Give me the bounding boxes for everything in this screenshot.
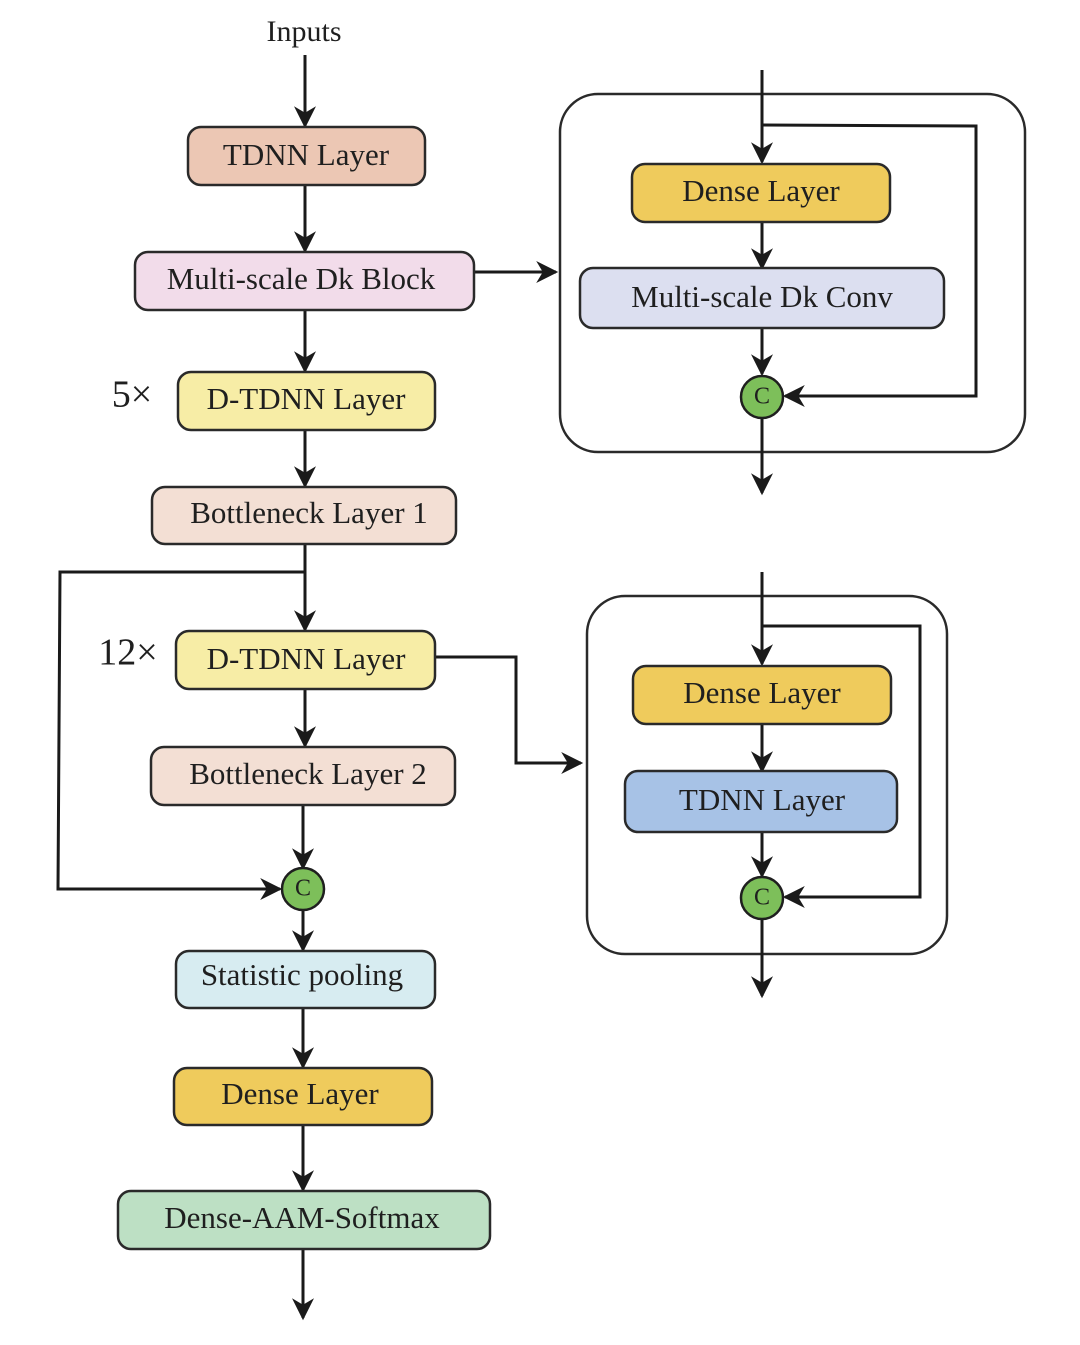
dtdnn-layer-a-label: D-TDNN Layer <box>207 381 407 416</box>
dtdnn-a-multiplier: 5× <box>112 374 152 416</box>
detail-bottom-dense-label: Dense Layer <box>683 675 841 710</box>
multi-scale-dk-block: Multi-scale Dk Block <box>133 250 476 312</box>
multi-scale-dk-block-label: Multi-scale Dk Block <box>167 261 436 296</box>
tdnn-layer: TDNN Layer <box>186 125 427 187</box>
detail-bottom-dense-layer: Dense Layer <box>631 664 893 726</box>
detail-top-frame <box>558 92 1027 454</box>
dense-layer-label: Dense Layer <box>221 1076 379 1111</box>
detail-top-concat-label: C <box>754 384 770 410</box>
main-concat-node: C <box>280 866 326 912</box>
bottleneck-layer-1: Bottleneck Layer 1 <box>150 485 458 546</box>
inputs-label: Inputs <box>267 15 342 48</box>
detail-bottom-skip <box>762 624 922 908</box>
detail-top-concat-node: C <box>739 374 785 420</box>
bottleneck-layer-2: Bottleneck Layer 2 <box>149 745 457 807</box>
dense-layer: Dense Layer <box>172 1066 434 1127</box>
bottleneck-layer-2-label: Bottleneck Layer 2 <box>189 756 427 791</box>
statistic-pooling: Statistic pooling <box>174 949 437 1010</box>
detail-top-block: Dense Layer Multi-scale Dk Conv C <box>558 70 1027 496</box>
bottleneck-layer-1-label: Bottleneck Layer 1 <box>190 495 428 530</box>
detail-top-dense-label: Dense Layer <box>682 173 840 208</box>
detail-top-conv-layer: Multi-scale Dk Conv <box>578 266 946 330</box>
detail-bottom-concat-label: C <box>754 885 770 911</box>
detail-top-dense-layer: Dense Layer <box>630 162 892 224</box>
skip-connection <box>56 570 305 900</box>
detail-top-conv-label: Multi-scale Dk Conv <box>631 279 893 314</box>
arrow-dtdnn-to-detail <box>435 655 584 774</box>
detail-bottom-block: Dense Layer TDNN Layer C <box>585 572 949 999</box>
detail-bottom-frame <box>585 594 949 956</box>
detail-bottom-tdnn-layer: TDNN Layer <box>623 769 899 834</box>
statistic-pooling-label: Statistic pooling <box>201 957 403 992</box>
tdnn-layer-label: TDNN Layer <box>223 137 390 172</box>
dense-aam-softmax: Dense-AAM-Softmax <box>116 1189 492 1251</box>
dense-aam-softmax-label: Dense-AAM-Softmax <box>164 1200 440 1235</box>
main-connectors <box>56 55 584 1321</box>
detail-bottom-tdnn-label: TDNN Layer <box>679 782 846 817</box>
detail-bottom-concat-node: C <box>739 875 785 921</box>
dtdnn-b-multiplier: 12× <box>98 632 157 674</box>
detail-top-skip <box>761 123 978 407</box>
main-concat-label: C <box>295 876 311 902</box>
dtdnn-layer-b: D-TDNN Layer <box>174 629 437 691</box>
dtdnn-layer-a: D-TDNN Layer <box>176 370 437 432</box>
dtdnn-layer-b-label: D-TDNN Layer <box>207 641 407 676</box>
